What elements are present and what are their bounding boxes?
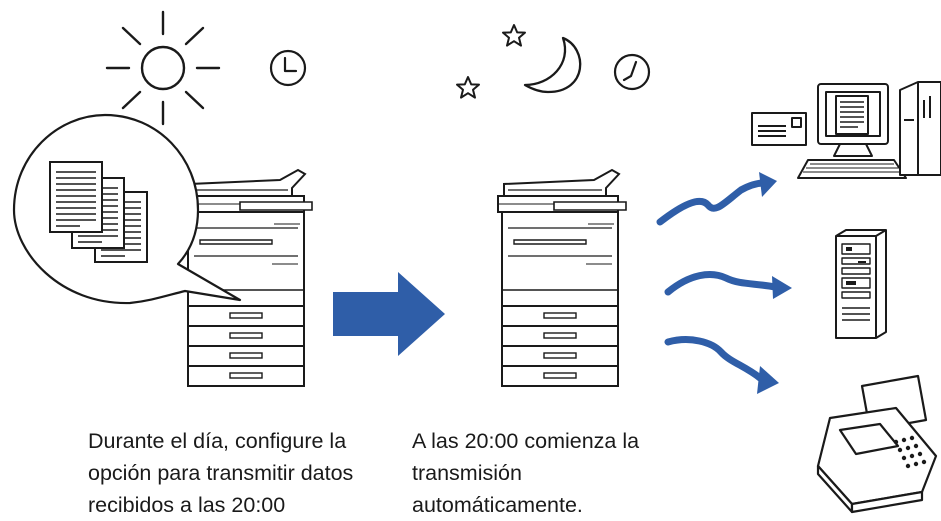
- sun-icon: [105, 10, 221, 126]
- caption-line: Durante el día, configure la: [88, 429, 347, 453]
- fax-icon: [816, 374, 938, 514]
- send-arrow-computer: [656, 179, 768, 226]
- transfer-arrow: [333, 272, 445, 356]
- documents-bubble: [12, 113, 242, 305]
- caption-line: recibidos a las 20:00: [88, 493, 286, 517]
- clock-icon: [613, 53, 651, 91]
- caption-line: A las 20:00 comienza la: [412, 429, 640, 453]
- printer-night: [497, 169, 627, 387]
- caption-line: transmisión: [412, 461, 522, 485]
- clock-icon: [269, 49, 307, 87]
- star-icon: [502, 24, 526, 47]
- computer-icon: [751, 81, 941, 179]
- caption-line: opción para transmitir datos: [88, 461, 354, 485]
- send-arrow-fax: [664, 336, 764, 382]
- server-icon: [835, 229, 887, 339]
- star-icon: [456, 76, 480, 99]
- document-page: [49, 161, 103, 233]
- send-arrow-server: [664, 271, 779, 296]
- moon-icon: [523, 36, 582, 94]
- caption-daytime: Durante el día, configure la opción para…: [88, 425, 353, 521]
- caption-night: A las 20:00 comienza la transmisión auto…: [412, 425, 639, 521]
- caption-line: automáticamente.: [412, 493, 583, 517]
